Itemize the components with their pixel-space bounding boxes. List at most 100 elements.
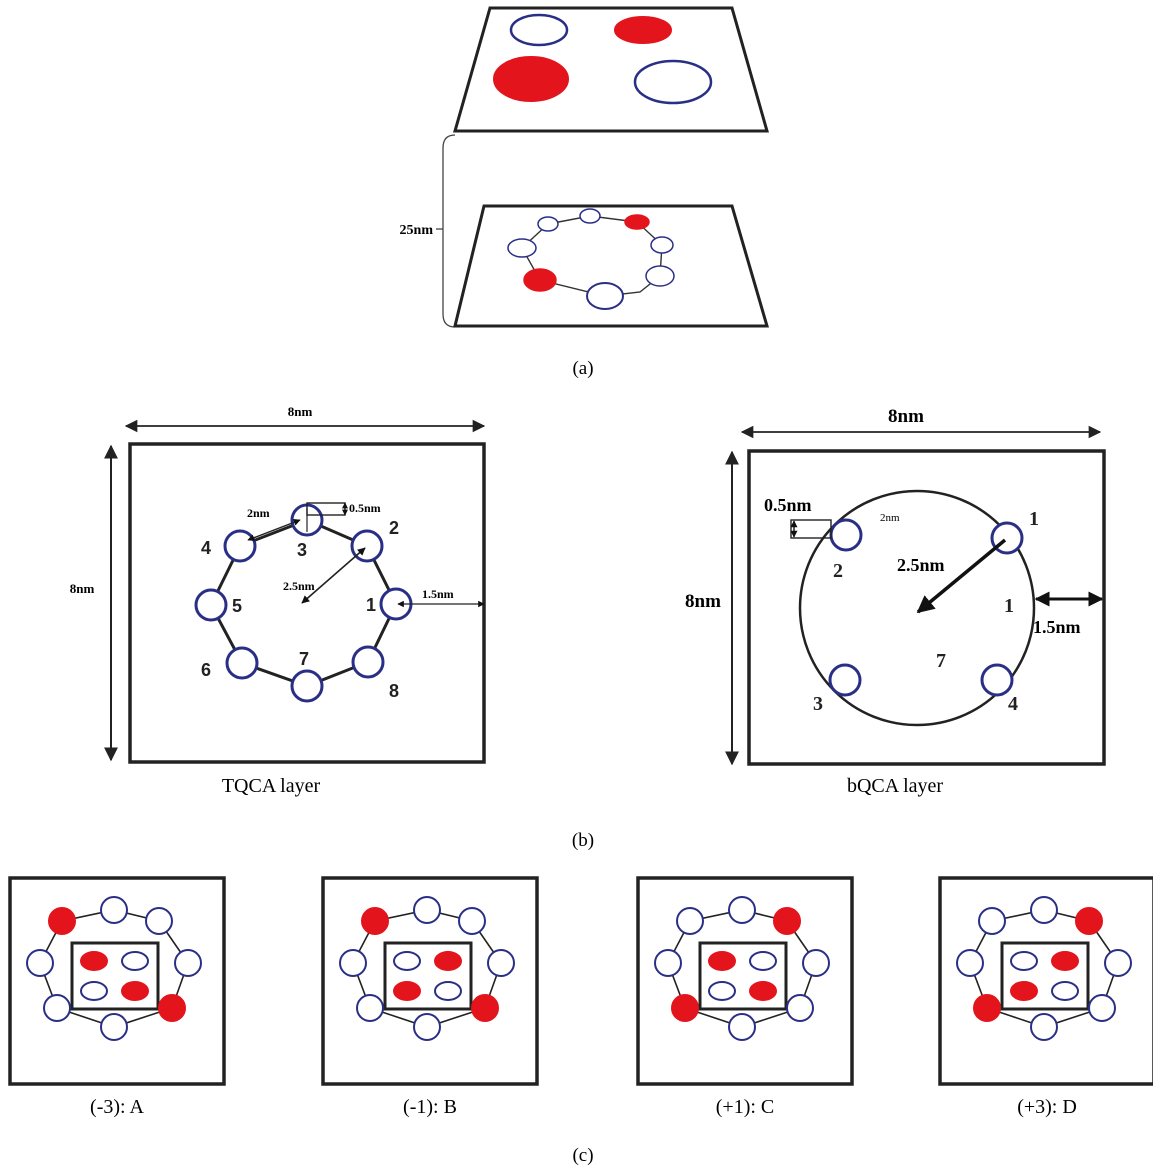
state-label: (-1): B <box>403 1096 457 1118</box>
state-diagram: (+1): C <box>636 876 854 1118</box>
ring-dot-filled <box>48 907 76 935</box>
inner-dot <box>393 951 421 971</box>
ring-dot <box>728 896 756 924</box>
tqca-num-8: 8 <box>389 681 399 701</box>
tqca-num-6: 6 <box>201 660 211 680</box>
bottom-plane <box>453 204 769 328</box>
ring-dot-filled <box>1075 907 1103 935</box>
ring-dot-filled <box>361 907 389 935</box>
ring-dot <box>654 949 682 977</box>
tqca-num-2: 2 <box>389 518 399 538</box>
inner-dot-filled <box>121 981 149 1001</box>
ring-dot <box>1030 896 1058 924</box>
panel-a: 25nm (a) <box>400 6 769 379</box>
bqca-dot-2 <box>829 518 863 552</box>
bqca-dot-4 <box>980 663 1014 697</box>
top-dot-empty <box>633 59 713 105</box>
bqca-num-1: 1 <box>1029 508 1039 530</box>
state-label: (-3): A <box>90 1096 144 1118</box>
bqca-dots <box>828 518 1024 697</box>
tqca-dot-6 <box>225 646 259 680</box>
ring-dot <box>43 994 71 1022</box>
bqca-num-2: 2 <box>833 560 843 582</box>
ring-dot-filled <box>773 907 801 935</box>
tqca-num-1: 1 <box>366 595 376 615</box>
inner-cell <box>383 941 473 1011</box>
ring-dot <box>537 216 559 232</box>
ring-dot <box>1104 949 1132 977</box>
ring-dot <box>100 1013 128 1041</box>
ring-dot <box>802 949 830 977</box>
ring-dot-filled <box>671 994 699 1022</box>
inner-cell <box>70 941 160 1011</box>
state-diagram: (+3): D <box>938 876 1153 1118</box>
inner-dot <box>434 981 462 1001</box>
tqca-caption: TQCA layer <box>222 775 321 797</box>
tqca-dot-7 <box>290 669 324 703</box>
state-diagram: (-1): B <box>321 876 539 1118</box>
ring-dot <box>786 994 814 1022</box>
bqca-ring <box>798 489 1036 727</box>
ring-dot <box>174 949 202 977</box>
bqca-dot-size-label: 2nm <box>880 512 900 524</box>
ring-dot <box>676 907 704 935</box>
inner-dot <box>121 951 149 971</box>
bqca-num-4: 4 <box>1008 693 1018 715</box>
ring-dot <box>978 907 1006 935</box>
inner-dot-filled <box>80 951 108 971</box>
panel-c: (-3): A (-1): B (+1): C (+3): D <box>8 876 1153 1118</box>
tqca-width-label: 8nm <box>288 404 313 419</box>
bqca-center-label-7: 7 <box>936 650 946 672</box>
ring-dot <box>413 896 441 924</box>
ring-dot <box>413 1013 441 1041</box>
state-label: (+1): C <box>716 1096 775 1118</box>
top-dot-filled <box>614 16 672 44</box>
panel-b-tqca: 8nm 8nm 1 2 3 4 5 6 7 8 2nm <box>70 404 486 797</box>
ring-dot-filled <box>523 268 557 292</box>
bqca-num-3: 3 <box>813 693 823 715</box>
ring-dot <box>586 282 624 310</box>
bqca-height-label: 8nm <box>685 591 721 612</box>
ring-dot <box>100 896 128 924</box>
ring-dot-filled <box>471 994 499 1022</box>
bqca-gap-label: 0.5nm <box>764 495 812 515</box>
inner-dot <box>1051 981 1079 1001</box>
tqca-dot-2 <box>350 529 384 563</box>
tqca-num-3: 3 <box>297 540 307 560</box>
inner-dot-filled <box>1051 951 1079 971</box>
ring-dot <box>507 238 537 258</box>
inner-cell <box>1000 941 1090 1011</box>
ring-dot <box>645 265 675 287</box>
inner-dot-filled <box>434 951 462 971</box>
ring-dot <box>1088 994 1116 1022</box>
tqca-dot-5 <box>194 588 228 622</box>
ring-dot <box>339 949 367 977</box>
ring-dot <box>458 907 486 935</box>
height-label: 25nm <box>400 223 434 238</box>
inner-dot <box>80 981 108 1001</box>
bqca-caption: bQCA layer <box>847 775 943 797</box>
bqca-edge-label: 1.5nm <box>1033 617 1081 637</box>
ring-dot <box>956 949 984 977</box>
bqca-radius-label: 2.5nm <box>897 555 945 575</box>
tqca-num-5: 5 <box>232 596 242 616</box>
top-dot-empty <box>509 13 569 47</box>
panel-b-bqca: 8nm 8nm 1 2 3 4 1 7 0.5nm 2nm 2.5nm 1.5n… <box>685 406 1106 797</box>
tqca-radius-label: 2.5nm <box>283 579 315 593</box>
top-dot-filled <box>493 56 569 102</box>
state-diagram: (-3): A <box>8 876 226 1118</box>
tqca-frame <box>128 442 486 764</box>
tqca-dot-4 <box>223 529 257 563</box>
inner-dot-filled <box>708 951 736 971</box>
ring-dot <box>650 236 674 254</box>
tqca-height-label: 8nm <box>70 581 95 596</box>
bqca-width-label: 8nm <box>888 406 924 427</box>
ring-dot <box>26 949 54 977</box>
tqca-num-4: 4 <box>201 538 211 558</box>
panel-a-caption: (a) <box>572 358 593 379</box>
bqca-dot-3 <box>828 663 862 697</box>
ring-dot-filled <box>624 214 650 230</box>
tqca-dot-size-label: 2nm <box>247 506 270 520</box>
bqca-dot-numbers: 1 2 3 4 1 7 <box>813 508 1039 715</box>
